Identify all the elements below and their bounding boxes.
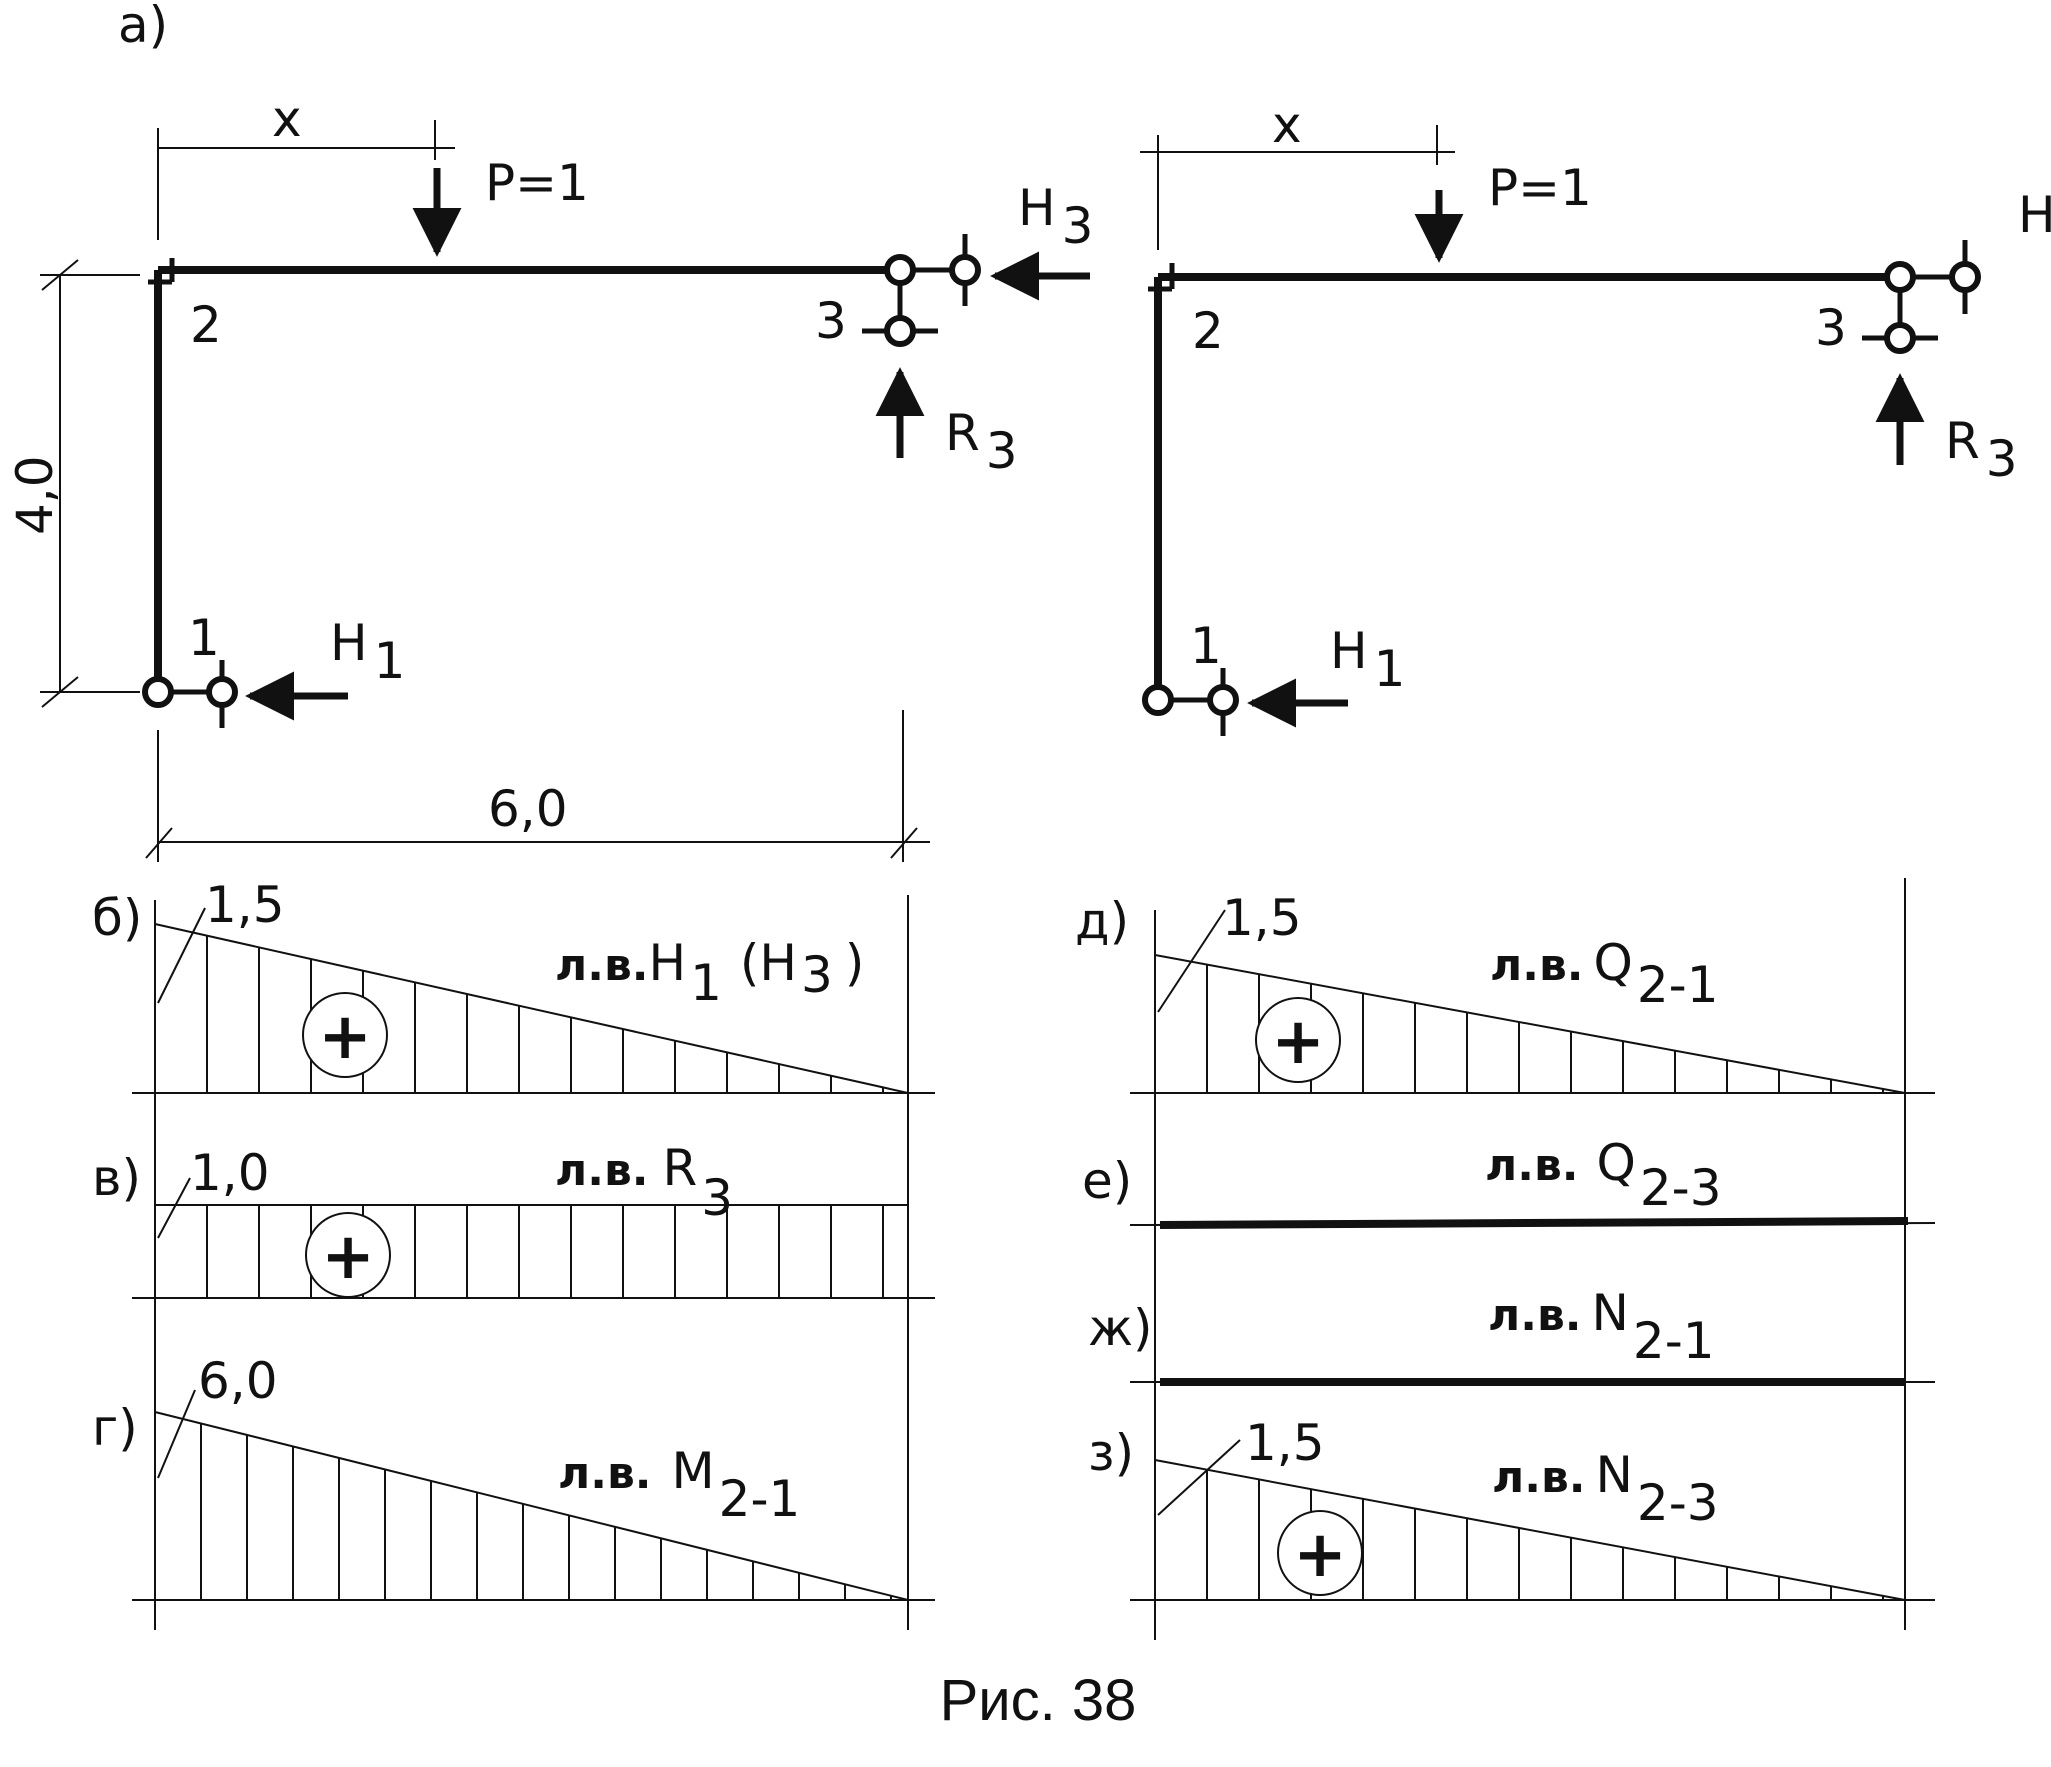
frame-right xyxy=(1140,125,1981,736)
il-r3-letter: в) xyxy=(92,1149,141,1207)
il-m21-title: л.в.M2-1 xyxy=(558,1442,800,1528)
il-r3-title: л.в.R3 xyxy=(555,1139,733,1227)
x-label: x xyxy=(272,90,302,148)
il-n23-letter: з) xyxy=(1088,1424,1134,1482)
node-3-label: 3 xyxy=(815,292,847,350)
plus-sign-circle xyxy=(1255,997,1341,1083)
load-label-right: P=1 xyxy=(1488,159,1592,217)
il-m21-hatch xyxy=(200,1423,892,1600)
plus-sign: + xyxy=(321,1220,375,1294)
il-h1: + б) 1,5 л.в.H1(H3) xyxy=(92,876,909,1094)
h3-label-right: H xyxy=(2018,186,2051,244)
plus-sign-circle xyxy=(1277,1510,1363,1596)
span-dim-label: 6,0 xyxy=(488,780,568,838)
il-right-frame-lines xyxy=(1130,878,1935,1640)
il-n23: + з) 1,5 л.в.N2-3 xyxy=(1088,1414,1906,1601)
x-label-right: x xyxy=(1272,96,1302,154)
il-n23-title: л.в.N2-3 xyxy=(1492,1446,1719,1532)
il-q23-title: л.в.Q2-3 xyxy=(1485,1134,1722,1217)
node-3-label-right: 3 xyxy=(1815,299,1847,357)
il-left-frame-lines xyxy=(132,895,935,1630)
il-h1-title: л.в.H1(H3) xyxy=(555,934,864,1012)
il-n21: ж) л.в.N2-1 xyxy=(1088,1284,1935,1386)
il-r3: + в) 1,0 л.в.R3 xyxy=(92,1139,908,1298)
il-r3-value: 1,0 xyxy=(190,1144,270,1202)
height-dim-label: 4,0 xyxy=(6,455,64,535)
plus-sign: + xyxy=(1271,1005,1325,1079)
il-q23: е) л.в.Q2-3 xyxy=(1082,1134,1936,1229)
plus-sign-circle xyxy=(305,1212,391,1298)
il-q21-hatch xyxy=(1206,964,1884,1093)
il-m21-value: 6,0 xyxy=(198,1352,278,1410)
plus-sign-circle xyxy=(302,992,388,1078)
il-q23-letter: е) xyxy=(1082,1152,1132,1210)
part-a-label: а) xyxy=(118,0,168,54)
node-2-label: 2 xyxy=(190,296,222,354)
il-q21-title: л.в.Q2-1 xyxy=(1490,934,1719,1014)
frame-left xyxy=(40,120,981,862)
il-q21: + д) 1,5 л.в.Q2-1 xyxy=(1075,889,1906,1094)
il-n21-letter: ж) xyxy=(1088,1299,1153,1357)
plus-sign: + xyxy=(1293,1518,1347,1592)
il-q21-letter: д) xyxy=(1075,892,1129,950)
figure-caption: Рис. 38 xyxy=(940,1668,1137,1733)
il-r3-hatch xyxy=(206,1205,884,1298)
il-h1-letter: б) xyxy=(92,889,142,947)
node-1-label-right: 1 xyxy=(1190,617,1222,675)
il-m21-letter: г) xyxy=(92,1399,138,1457)
plus-sign: + xyxy=(318,1000,372,1074)
load-label: P=1 xyxy=(485,154,589,212)
il-h1-value: 1,5 xyxy=(205,876,285,934)
il-m21: г) 6,0 л.в.M2-1 xyxy=(92,1352,909,1601)
node-2-label-right: 2 xyxy=(1192,302,1224,360)
il-n21-title: л.в.N2-1 xyxy=(1488,1284,1715,1370)
node-1-label: 1 xyxy=(188,609,220,667)
il-n23-value: 1,5 xyxy=(1245,1414,1325,1472)
il-q21-value: 1,5 xyxy=(1222,889,1302,947)
